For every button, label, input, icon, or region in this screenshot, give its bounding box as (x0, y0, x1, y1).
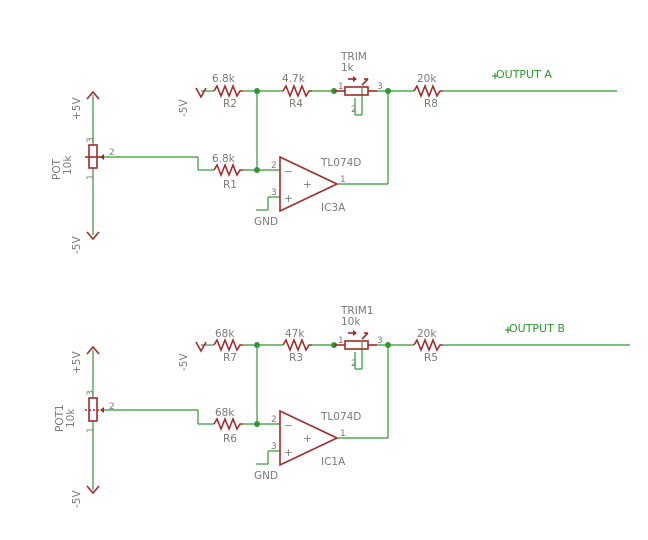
r4-value: 4.7k (282, 73, 306, 85)
supply-neg-label-b: -5V (71, 490, 83, 508)
supply-neg-arrow-b (86, 485, 100, 495)
supply-neg-arrow-a (86, 231, 100, 241)
resistor-r7: 68k R7 (213, 328, 243, 364)
resistor-r6: 68k R6 (213, 407, 243, 445)
r3-value: 47k (285, 328, 305, 340)
opamp-minus-a: − (284, 166, 293, 178)
opamp-minus-b: − (284, 420, 293, 432)
resistor-r4: 4.7k R4 (282, 73, 312, 110)
opamp-plus-a: + (284, 193, 293, 205)
opamp-pin-out-a: 1 (340, 175, 346, 185)
opamp-pin-inv-a: 2 (271, 161, 277, 171)
trim-pin1-b: 1 (338, 336, 344, 346)
opamp-pin-noninv-b: 3 (271, 442, 277, 452)
r5-value: 20k (417, 328, 437, 340)
potentiometer-b: POT1 10k 1 2 3 (54, 390, 115, 433)
trim-pin3-a: 3 (377, 82, 383, 92)
opamp-a: − + + 2 3 1 TL074D IC3A GND (254, 155, 361, 228)
output-b-label: OUTPUT B (509, 322, 565, 335)
r2-name: R2 (223, 98, 237, 110)
opamp-part-a: TL074D (320, 157, 361, 169)
wires-a (92, 88, 617, 235)
output-a-net: OUTPUT A (492, 68, 552, 81)
supply-neg-label-a: -5V (71, 236, 83, 254)
neg-ref-label-a: -5V (178, 99, 190, 117)
resistor-r5: 20k R5 (413, 328, 443, 364)
trim-pin2-b: 2 (351, 359, 357, 369)
supply-pos-arrow-a (86, 90, 100, 100)
output-b-net: OUTPUT B (505, 322, 565, 335)
pot-name-b: POT1 (54, 404, 66, 432)
neg-ref-a: -5V (178, 87, 207, 117)
trim-name-a: TRIM (340, 51, 367, 63)
r8-value: 20k (417, 73, 437, 85)
opamp-plus-mid-b: + (303, 433, 312, 445)
pot-pin2-a: 2 (109, 148, 115, 158)
gnd-label-b: GND (254, 470, 278, 482)
circuit-a: +5V -5V POT 10k 1 2 3 -5V 6.8k R2 4.7k (51, 51, 617, 254)
supply-pos-arrow-b (86, 345, 100, 355)
opamp-name-a: IC3A (321, 202, 346, 214)
opamp-part-b: TL074D (320, 411, 361, 423)
neg-ref-label-b: -5V (178, 353, 190, 371)
trimmer-a: TRIM 1k 1 2 3 (334, 51, 383, 115)
output-a-label: OUTPUT A (496, 68, 552, 81)
pot-value-b: 10k (65, 408, 77, 428)
trimmer-b: TRIM1 10k 1 2 3 (334, 305, 383, 369)
r5-name: R5 (424, 352, 438, 364)
resistor-r1: 6.8k R1 (212, 153, 243, 191)
opamp-pin-noninv-a: 3 (271, 188, 277, 198)
trim-name-b: TRIM1 (340, 305, 374, 317)
r6-value: 68k (215, 407, 235, 419)
trim-value-b: 10k (341, 316, 361, 328)
trim-pin3-b: 3 (377, 336, 383, 346)
r2-value: 6.8k (212, 73, 236, 85)
supply-pos-label-a: +5V (71, 97, 83, 120)
resistor-r8: 20k R8 (413, 73, 443, 110)
r7-name: R7 (223, 352, 237, 364)
resistor-r2: 6.8k R2 (212, 73, 243, 110)
opamp-b: − + + 2 3 1 TL074D IC1A GND (254, 409, 361, 482)
potentiometer-a: POT 10k 1 2 3 (51, 137, 115, 180)
trim-value-a: 1k (341, 62, 355, 74)
r1-name: R1 (223, 179, 237, 191)
opamp-pin-out-b: 1 (340, 429, 346, 439)
wires-b (92, 342, 630, 490)
pot-pin2-b: 2 (109, 402, 115, 412)
r1-value: 6.8k (212, 153, 236, 165)
gnd-label-a: GND (254, 216, 278, 228)
supply-pos-label-b: +5V (71, 351, 83, 374)
r6-name: R6 (223, 433, 237, 445)
opamp-plus-b: + (284, 447, 293, 459)
pot-pin1-b: 1 (86, 427, 96, 433)
trim-pin2-a: 2 (351, 105, 357, 115)
r4-name: R4 (289, 98, 303, 110)
pot-name-a: POT (51, 158, 63, 180)
neg-ref-b: -5V (178, 341, 207, 371)
trim-pin1-a: 1 (338, 82, 344, 92)
pot-pin3-a: 3 (86, 137, 96, 143)
opamp-plus-mid-a: + (303, 179, 312, 191)
pot-value-a: 10k (62, 155, 74, 175)
opamp-name-b: IC1A (321, 456, 346, 468)
opamp-pin-inv-b: 2 (271, 415, 277, 425)
circuit-b: +5V -5V POT1 10k 1 2 3 -5V 68k R7 47k R3 (54, 305, 630, 508)
pot-pin1-a: 1 (86, 174, 96, 180)
r8-name: R8 (424, 98, 438, 110)
r7-value: 68k (215, 328, 235, 340)
resistor-r3: 47k R3 (282, 328, 312, 364)
pot-pin3-b: 3 (86, 390, 96, 396)
r3-name: R3 (289, 352, 303, 364)
